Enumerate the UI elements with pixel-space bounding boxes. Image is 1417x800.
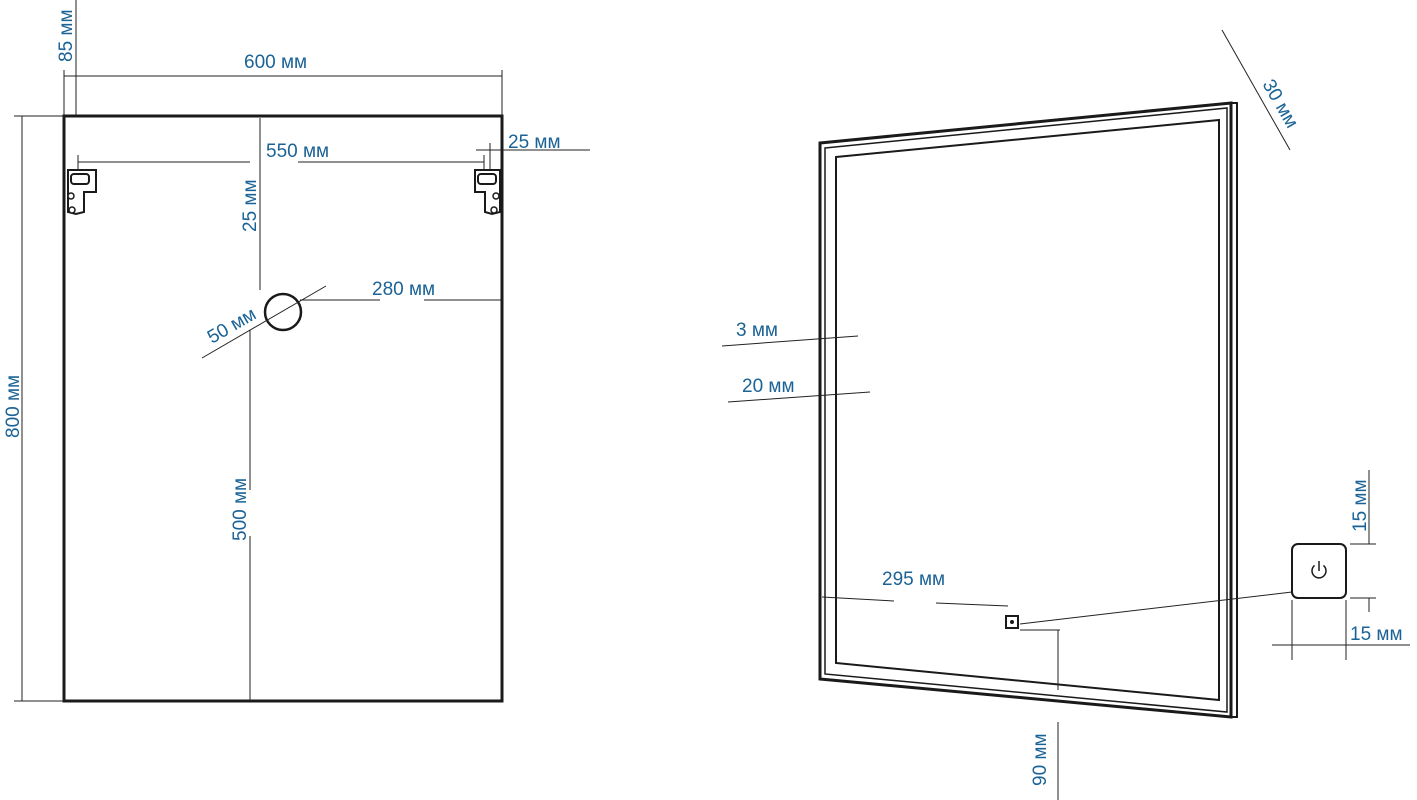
top-offset-label: 85 мм [56,9,77,62]
mirror-back-panel [62,114,504,703]
switch-bottom-label: 90 мм [1030,733,1051,786]
hole-side-label: 280 мм [372,279,435,300]
left-hanger [67,169,97,216]
front-view: 30 мм 3 мм 20 мм 295 мм 90 мм 15 [721,29,1410,800]
back-view: 600 мм 85 мм 800 мм 550 мм 25 мм 25 мм 2… [3,0,590,703]
hole-bottom-label: 500 мм [230,478,251,541]
switch-height-label: 15 мм [1350,479,1371,532]
mirror-outer-frame [818,101,1233,719]
hanger-edge-label: 25 мм [508,132,561,153]
switch-width-label: 15 мм [1350,624,1403,645]
height-label: 800 мм [3,375,24,438]
switch-side-label: 295 мм [882,569,945,590]
cable-hole [263,292,303,332]
width-label: 600 мм [244,52,307,73]
right-hanger [474,169,501,216]
hanger-spacing-label: 550 мм [266,141,329,162]
inner-frame-label: 20 мм [742,376,795,397]
mirror-led-frame [835,118,1220,702]
hanger-to-hole-label: 25 мм [240,179,261,232]
power-icon [1311,561,1327,579]
outer-frame-label: 3 мм [736,320,778,341]
